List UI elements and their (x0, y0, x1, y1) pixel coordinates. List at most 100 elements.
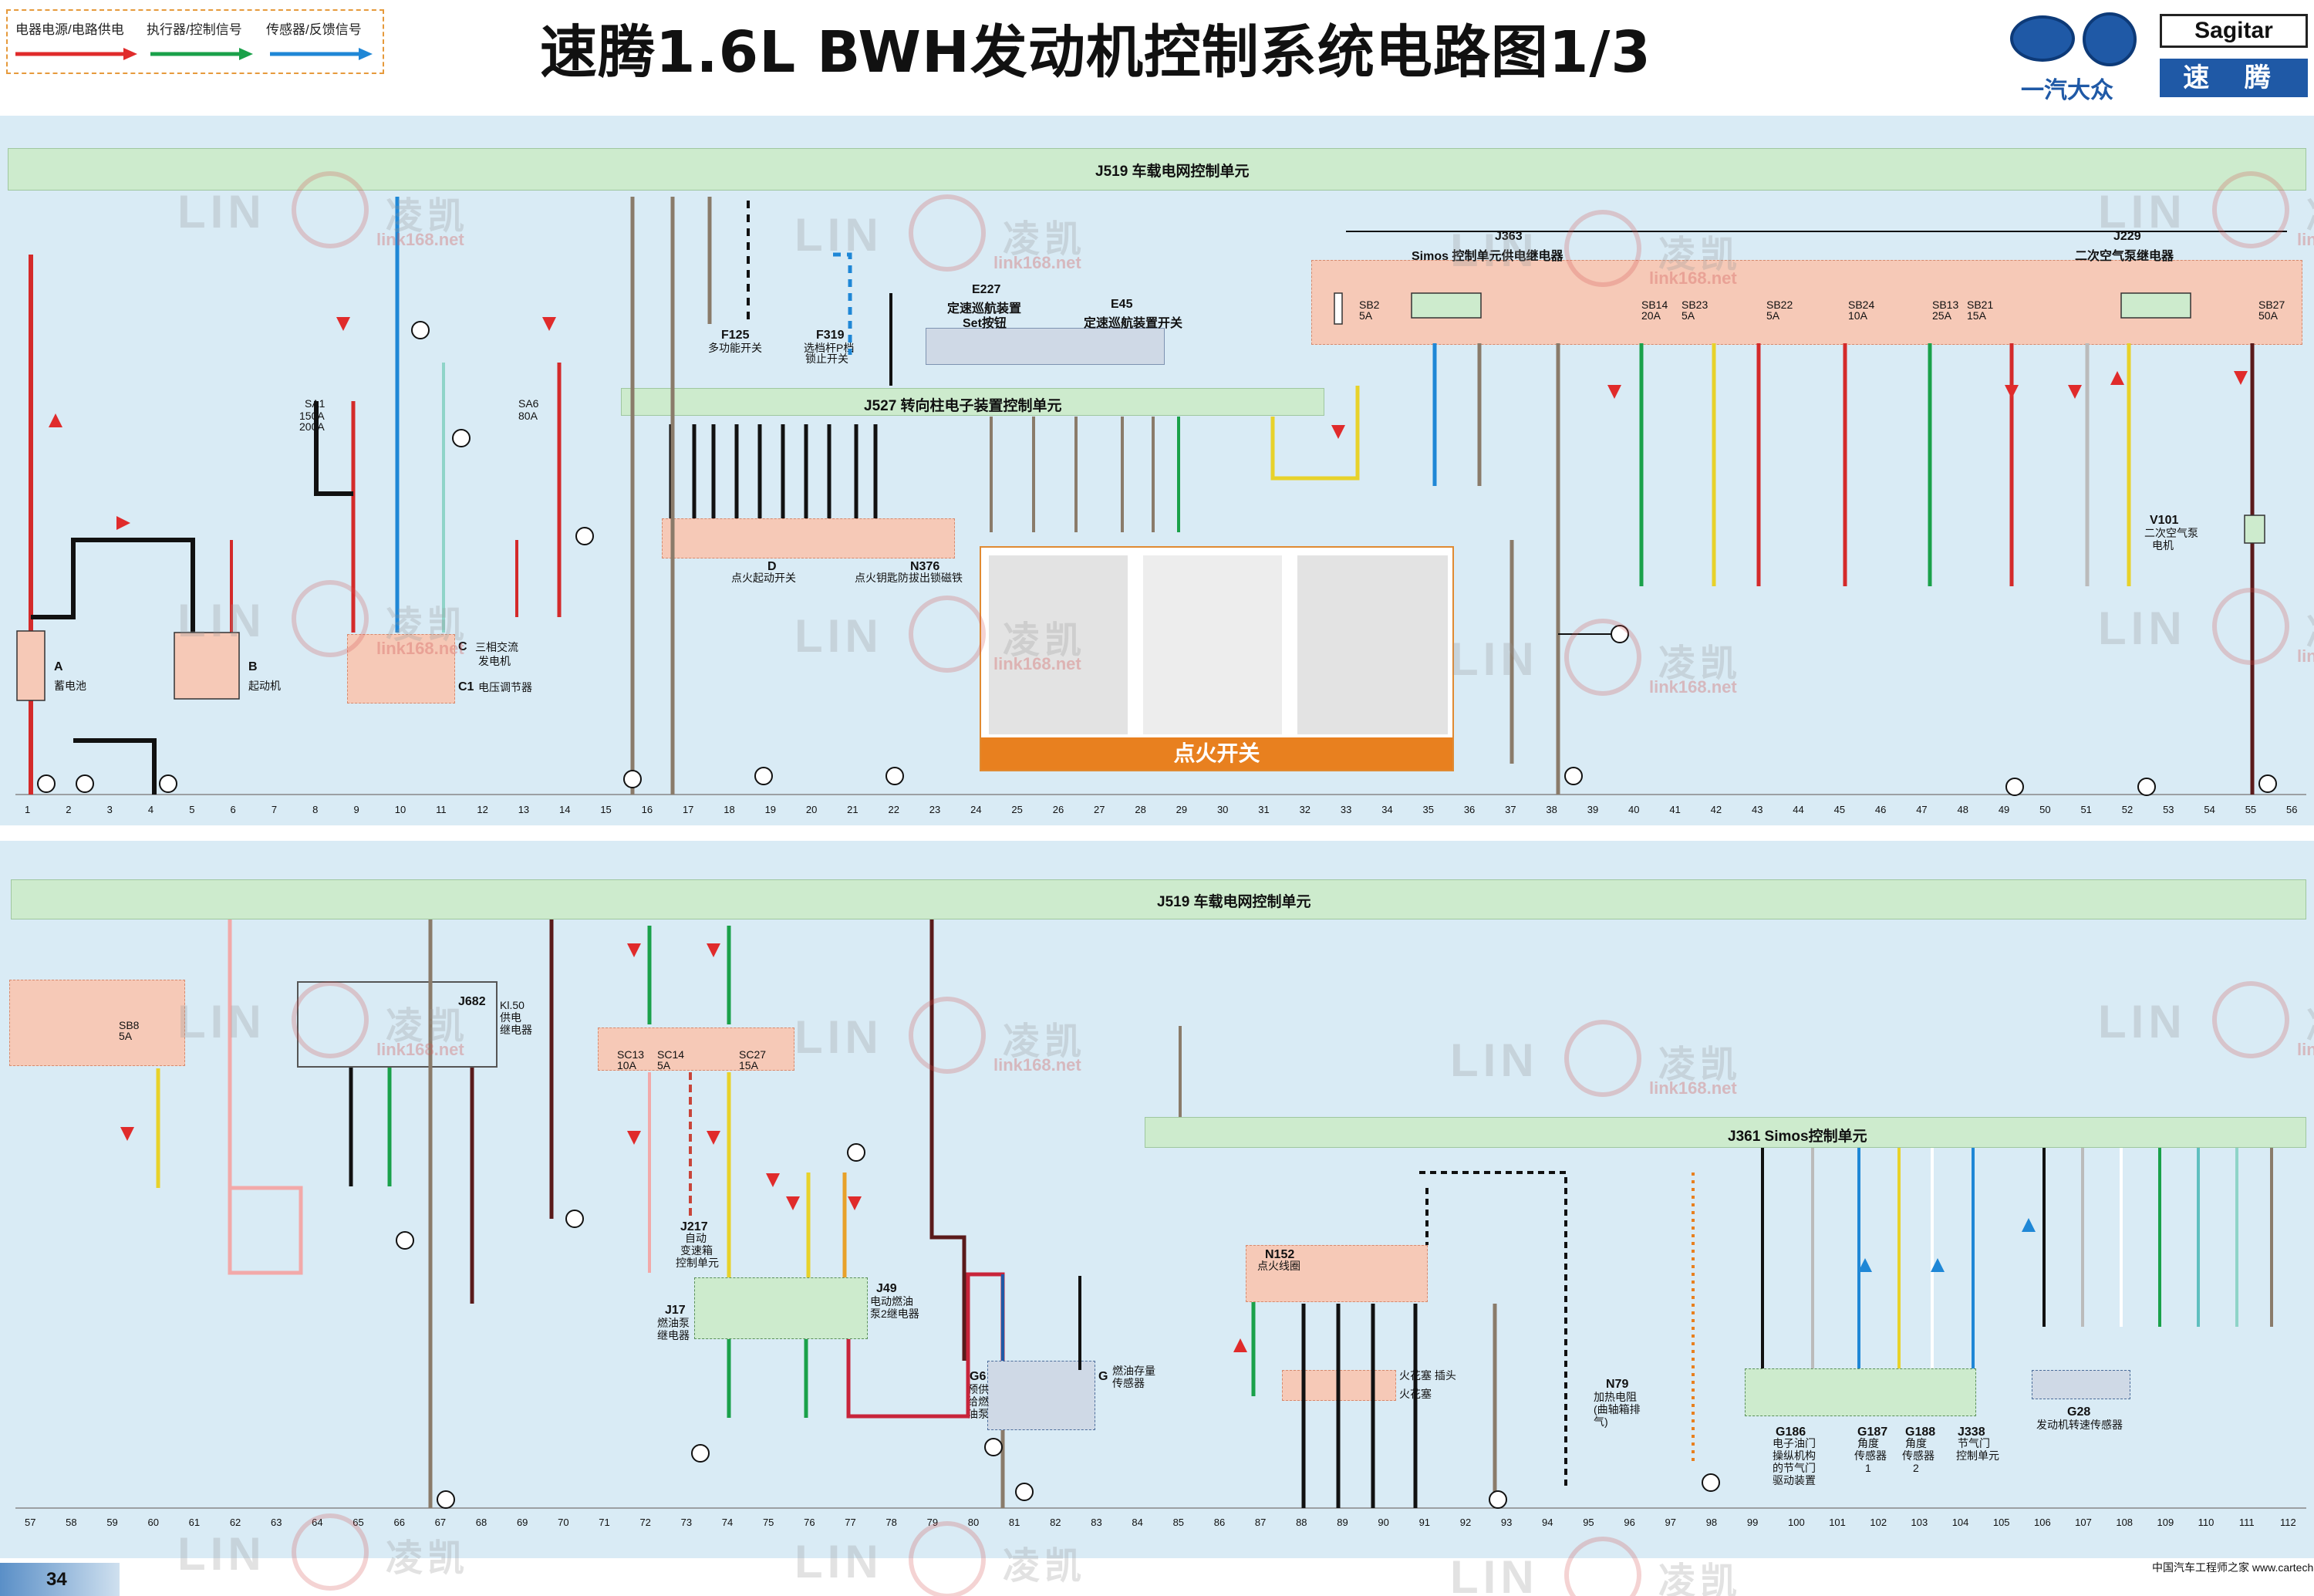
alternator-name: 三相交流 (475, 641, 518, 653)
cruise-control-box (926, 328, 1165, 365)
watermark-text-10: LIN (794, 1011, 883, 1063)
watermark-k-logo-icon (2212, 171, 2289, 248)
watermark-cn-14: 凌凯 (1003, 1546, 1087, 1587)
j17-code: J17 (665, 1304, 686, 1317)
lower-fuse-2-code: SC13 (617, 1048, 645, 1061)
g6-name: 预供 (967, 1383, 989, 1395)
starter-feed-cable (31, 538, 195, 633)
f319-wire (833, 252, 852, 355)
upper-column-14: 14 (559, 804, 571, 815)
sb8-current-arrow (120, 1127, 134, 1141)
j682-code: J682 (458, 995, 486, 1008)
e227-code: E227 (972, 283, 1001, 296)
lower-column-39: 95 (1583, 1517, 1594, 1528)
upper-column-27: 27 (1094, 804, 1105, 815)
watermark-k-logo-icon (909, 596, 986, 673)
legend-sensor-arrow (270, 48, 373, 60)
upper-column-44: 44 (1793, 804, 1804, 815)
sb2-fuse-symbol (1334, 292, 1343, 325)
photo-switch-assembly-3 (1297, 555, 1448, 734)
upper-column-29: 29 (1176, 804, 1188, 815)
lower-column-35: 91 (1418, 1517, 1431, 1528)
watermark-cn-1: 凌凯 (386, 196, 470, 237)
watermark-url-1: link168.net (376, 230, 464, 249)
upper-column-37: 37 (1505, 804, 1516, 815)
lower-column-4: 60 (147, 1517, 159, 1528)
sa1-current-arrow (336, 317, 350, 331)
lower-column-43: 99 (1746, 1517, 1759, 1528)
lower-fuse-3-code: SC14 (657, 1048, 685, 1061)
j217-code: J217 (680, 1220, 708, 1233)
lower-column-30: 86 (1213, 1517, 1226, 1528)
n79-name3: 气) (1594, 1415, 1608, 1428)
upper-column-26: 26 (1052, 804, 1064, 815)
watermark-cn-4: 凌凯 (2306, 185, 2314, 239)
j17-name2: 继电器 (657, 1329, 690, 1341)
j49-code: J49 (876, 1282, 897, 1295)
g187-name3: 1 (1865, 1462, 1871, 1474)
upper-column-19: 19 (764, 804, 777, 815)
upper-column-42: 42 (1710, 804, 1722, 815)
watermark-k-logo-icon (909, 1521, 986, 1596)
faw-logo-icon (2010, 15, 2075, 62)
v101-current-arrow (2234, 371, 2248, 385)
sc-fuse-block (598, 1027, 794, 1071)
lower-j519-band (11, 879, 2306, 919)
lower-column-5: 61 (188, 1517, 201, 1528)
alternator-code: C (458, 640, 467, 653)
starter-current-arrow (116, 516, 130, 530)
watermark-text-2: LIN (794, 209, 883, 261)
lower-fuse-1-code: SB8 (119, 1019, 140, 1031)
upper-column-3: 3 (106, 804, 113, 815)
legend-arrows (15, 48, 373, 60)
lower-column-3: 59 (106, 1517, 118, 1528)
lower-column-7: 63 (270, 1517, 282, 1528)
j338-code: J338 (1958, 1426, 1985, 1439)
g6-code: G6 (970, 1370, 987, 1383)
j229-name: 二次空气泵继电器 (2075, 250, 2174, 263)
lower-fuse-3-rating: 5A (657, 1059, 671, 1071)
lower-column-31: 87 (1254, 1517, 1267, 1528)
e227-name2: Set按钮 (963, 317, 1007, 330)
n152-current-arrow (1233, 1338, 1247, 1352)
starter-symbol (174, 632, 240, 700)
upper-fuse-8-rating: 50A (2258, 309, 2278, 322)
starter-code: B (248, 660, 258, 673)
upper-column-47: 47 (1916, 804, 1928, 815)
alternator-block (347, 634, 455, 704)
alternator-name2: 发电机 (478, 655, 511, 667)
v101-code: V101 (2150, 514, 2179, 527)
upper-column-24: 24 (970, 804, 982, 815)
j361-band (1145, 1117, 2306, 1148)
lower-column-51: 107 (2075, 1517, 2092, 1528)
legend-control-arrow (150, 48, 253, 60)
lower-column-13: 69 (516, 1517, 528, 1528)
lower-column-54: 110 (2198, 1517, 2214, 1528)
j49-name2: 泵2继电器 (870, 1308, 919, 1320)
upper-column-9: 9 (353, 804, 359, 815)
lower-column-41: 97 (1665, 1517, 1676, 1528)
j682-name2: 供电 (500, 1011, 521, 1024)
upper-column-35: 35 (1422, 804, 1434, 815)
lower-column-45: 101 (1829, 1517, 1846, 1528)
lower-fuse-4-code: SC27 (739, 1048, 767, 1061)
watermark-url-12: link168.net (2297, 1040, 2314, 1059)
g188-name2: 传感器 (1902, 1449, 1935, 1462)
j229-code: J229 (2113, 230, 2141, 243)
upper-column-31: 31 (1258, 804, 1270, 815)
sb8-fuse-block (9, 980, 185, 1066)
n152-dashed-loop (1419, 1171, 1567, 1489)
watermark-cn-7: 凌凯 (1658, 643, 1742, 684)
watermark-k-logo-icon (292, 171, 369, 248)
fuel-sender-name: 燃油存量 (1112, 1365, 1155, 1377)
ground-374 (885, 767, 904, 785)
brand-name: 一汽大众 (2021, 78, 2113, 103)
sa1-output (314, 401, 353, 496)
ground-b350 (691, 1444, 710, 1463)
upper-fuse-6-rating: 25A (1932, 309, 1951, 322)
battery-code: A (54, 660, 63, 673)
ground-652 (76, 774, 94, 793)
ground-44 (437, 1490, 455, 1509)
watermark-text-15: LIN (1450, 1551, 1539, 1596)
